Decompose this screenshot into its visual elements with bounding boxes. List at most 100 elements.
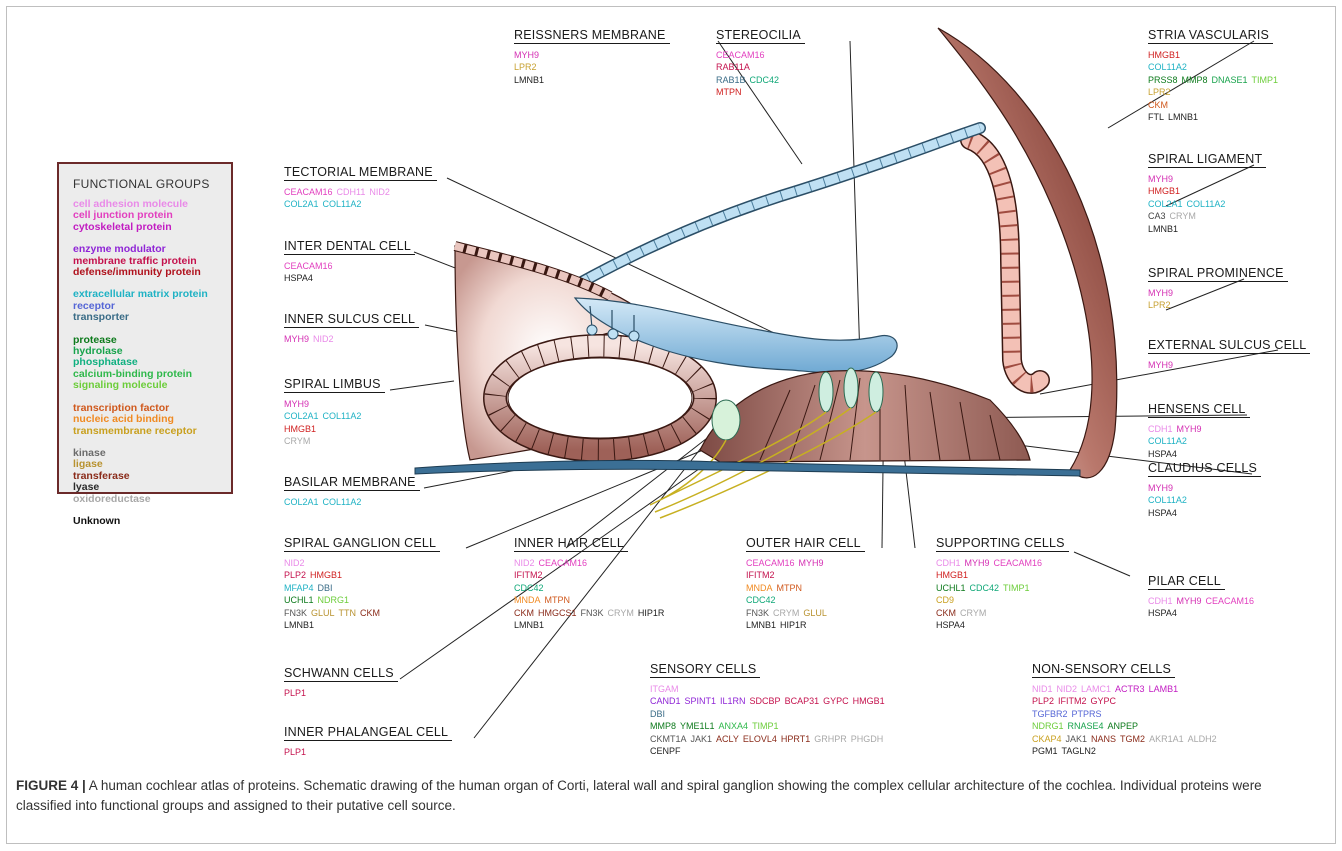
label-title: HENSENS CELL [1148, 402, 1250, 418]
protein-name: MTPN [777, 583, 803, 593]
protein-row: CKMCRYM [936, 607, 1069, 619]
protein-name: CEACAM16 [1206, 596, 1255, 606]
label-stria-vascularis: STRIA VASCULARISHMGB1COL11A2PRSS8MMP8DNA… [1148, 26, 1282, 123]
protein-row: RAB11A [716, 61, 805, 73]
protein-list: PLP1 [284, 687, 398, 699]
protein-name: MYH9 [1148, 288, 1173, 298]
protein-row: LPR2 [1148, 299, 1288, 311]
protein-name: ANXA4 [719, 721, 749, 731]
protein-row: UCHL1CDC42TIMP1 [936, 582, 1069, 594]
protein-row: LPR2 [1148, 86, 1282, 98]
protein-list: NID2PLP2HMGB1MFAP4DBIUCHL1NDRG1FN3KGLULT… [284, 557, 440, 631]
protein-name: MYH9 [1148, 483, 1173, 493]
label-title: TECTORIAL MEMBRANE [284, 165, 437, 181]
protein-name: MNDA [514, 595, 541, 605]
protein-name: NDRG1 [318, 595, 350, 605]
legend-item: ligase [73, 459, 208, 470]
label-non-sensory-cells: NON-SENSORY CELLSNID1NID2LAMC1ACTR3LAMB1… [1032, 660, 1221, 757]
label-inner-phalangeal-cell: INNER PHALANGEAL CELLPLP1 [284, 723, 452, 758]
protein-name: LMNB1 [1168, 112, 1198, 122]
protein-name: CEACAM16 [539, 558, 588, 568]
protein-name: CD9 [936, 595, 954, 605]
protein-row: MYH9 [284, 398, 385, 410]
legend-group: cell adhesion moleculecell junction prot… [73, 199, 208, 233]
protein-name: MYH9 [1148, 360, 1173, 370]
protein-name: MTPN [545, 595, 571, 605]
protein-name: UCHL1 [936, 583, 966, 593]
protein-row: CEACAM16 [716, 49, 805, 61]
lateral-cell-column [970, 140, 1040, 384]
label-title: OUTER HAIR CELL [746, 536, 865, 552]
protein-name: COL11A2 [323, 497, 362, 507]
protein-row: CDC42 [746, 594, 865, 606]
label-title: REISSNERS MEMBRANE [514, 28, 670, 44]
protein-name: COL11A2 [1187, 199, 1226, 209]
protein-row: NDRG1RNASE4ANPEP [1032, 720, 1221, 732]
protein-row: PLP1 [284, 687, 398, 699]
protein-name: CRYM [773, 608, 799, 618]
protein-row: LMNB1HIP1R [746, 619, 865, 631]
protein-row: COL11A2 [1148, 494, 1261, 506]
protein-name: NID2 [284, 558, 305, 568]
protein-name: PLP1 [284, 747, 306, 757]
label-title: PILAR CELL [1148, 574, 1225, 590]
label-title: SCHWANN CELLS [284, 666, 398, 682]
protein-name: CA3 [1148, 211, 1166, 221]
protein-name: PRSS8 [1148, 75, 1178, 85]
protein-name: TIMP1 [1252, 75, 1279, 85]
protein-name: TIMP1 [1003, 583, 1030, 593]
protein-name: HIP1R [780, 620, 807, 630]
protein-name: LPR2 [1148, 300, 1171, 310]
protein-name: UCHL1 [284, 595, 314, 605]
protein-row: NID2 [284, 557, 440, 569]
protein-row: COL2A1COL11A2 [284, 198, 437, 210]
protein-row: MYH9 [1148, 287, 1288, 299]
protein-name: COL2A1 [284, 199, 319, 209]
protein-row: CENPF [650, 745, 889, 757]
figure-label: FIGURE 4 | [16, 778, 86, 793]
protein-row: CAND1SPINT1IL1RNSDCBPBCAP31GYPCHMGB1 [650, 695, 889, 707]
protein-row: IFITM2 [514, 569, 668, 581]
protein-name: COL11A2 [1148, 62, 1187, 72]
protein-name: HMGB1 [310, 570, 342, 580]
legend-item: lyase [73, 482, 208, 493]
protein-name: GYPC [1091, 696, 1117, 706]
protein-name: MFAP4 [284, 583, 314, 593]
protein-list: ITGAMCAND1SPINT1IL1RNSDCBPBCAP31GYPCHMGB… [650, 683, 889, 757]
protein-name: CAND1 [650, 696, 681, 706]
protein-name: LMNB1 [284, 620, 314, 630]
protein-name: FN3K [746, 608, 769, 618]
protein-name: JAK1 [1066, 734, 1088, 744]
protein-row: CKAP4JAK1NANSTGM2AKR1A1ALDH2 [1032, 733, 1221, 745]
protein-name: COL2A1 [284, 411, 319, 421]
protein-name: GYPC [823, 696, 849, 706]
label-schwann-cells: SCHWANN CELLS PLP1 [284, 664, 398, 699]
protein-name: LMNB1 [514, 620, 544, 630]
protein-row: LPR2 [514, 61, 670, 73]
protein-name: TGFBR2 [1032, 709, 1068, 719]
protein-row: HMGB1 [1148, 49, 1282, 61]
protein-row: HSPA4 [1148, 507, 1261, 519]
protein-row: ITGAM [650, 683, 889, 695]
protein-name: NID2 [514, 558, 535, 568]
protein-name: MYH9 [1148, 174, 1173, 184]
protein-row: COL2A1COL11A2 [284, 496, 420, 508]
protein-name: MMP8 [650, 721, 676, 731]
protein-name: HSPA4 [1148, 449, 1177, 459]
label-inner-hair-cell: INNER HAIR CELLNID2CEACAM16IFITM2CDC42MN… [514, 534, 668, 631]
protein-name: CKM [936, 608, 956, 618]
protein-name: NID2 [313, 334, 334, 344]
label-title: SENSORY CELLS [650, 662, 760, 678]
protein-name: IFITM2 [1058, 696, 1087, 706]
protein-name: HSPA4 [1148, 508, 1177, 518]
legend-item: oxidoreductase [73, 494, 208, 505]
protein-list: MYH9COL2A1COL11A2HMGB1CRYM [284, 398, 385, 448]
protein-name: CEACAM16 [284, 261, 333, 271]
